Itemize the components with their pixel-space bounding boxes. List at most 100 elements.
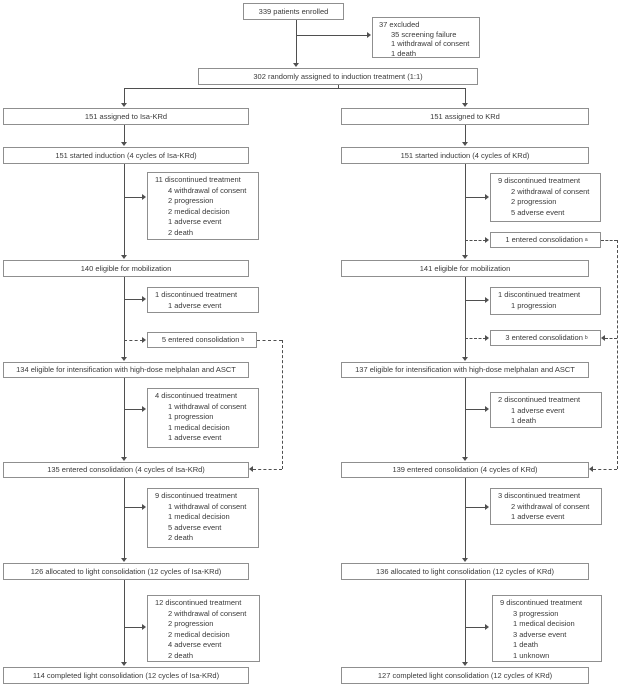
arrow-head — [121, 103, 127, 107]
krd-induction-box: 151 started induction (4 cycles of KRd) — [341, 147, 589, 164]
dashed-connector-line — [253, 469, 282, 470]
connector-line — [465, 378, 466, 458]
reason-item: 3 adverse event — [513, 629, 567, 639]
reason-item: 1 death — [513, 640, 539, 649]
reason-item: 1 medical decision — [168, 512, 230, 521]
reason-title: 9 discontinued treatment — [500, 598, 583, 607]
arrow-head — [462, 357, 468, 361]
krd-intensification-box: 137 eligible for intensification with hi… — [341, 362, 589, 378]
reason-item: 2 withdrawal of consent — [511, 501, 590, 511]
krd-completed-box: 127 completed light consolidation (12 cy… — [341, 667, 589, 684]
connector-line — [465, 125, 466, 143]
connector-line — [338, 85, 339, 88]
reason-item: 2 progression — [168, 196, 214, 205]
arrow-head — [249, 466, 253, 472]
box-label: 139 entered consolidation (4 cycles of K… — [392, 465, 538, 475]
isa-discontinued-light-box: 12 discontinued treatment 2 withdrawal o… — [147, 595, 260, 662]
arrow-head — [142, 624, 146, 630]
box-label: 151 assigned to KRd — [430, 111, 500, 121]
reason-title: 3 discontinued treatment — [498, 491, 581, 500]
reason-item: 4 adverse event — [168, 640, 222, 649]
reason-item: 1 progression — [511, 300, 557, 310]
connector-line — [124, 88, 465, 89]
connector-line — [465, 300, 486, 301]
arrow-head — [121, 142, 127, 146]
arrow-head — [121, 255, 127, 259]
arrow-head — [462, 103, 468, 107]
dashed-connector-line — [282, 340, 283, 469]
arrow-head — [462, 457, 468, 461]
reason-item: 35 screening failure — [391, 29, 457, 39]
arrow-head — [485, 237, 489, 243]
box-label: 151 started induction (4 cycles of Isa-K… — [55, 150, 197, 160]
isa-discontinued-induction-box: 11 discontinued treatment 4 withdrawal o… — [147, 172, 259, 240]
reason-item: 2 medical decision — [168, 629, 230, 639]
arrow-head — [121, 558, 127, 562]
reason-item: 1 adverse event — [511, 512, 565, 521]
dashed-connector-line — [257, 340, 282, 341]
connector-line — [465, 164, 466, 256]
reason-title: 37 excluded — [379, 20, 420, 29]
box-label: 137 eligible for intensification with hi… — [355, 365, 575, 375]
box-label: 114 completed light consolidation (12 cy… — [32, 670, 220, 680]
connector-line — [296, 20, 297, 64]
reason-item: 5 adverse event — [511, 207, 565, 217]
reason-list: 1 progression — [491, 301, 600, 312]
connector-line — [124, 478, 125, 559]
reason-item: 2 death — [168, 533, 194, 542]
reason-item: 1 death — [391, 48, 417, 58]
connector-line — [124, 409, 143, 410]
krd-light-consolidation-box: 136 allocated to light consolidation (12… — [341, 563, 589, 580]
krd-consolidation-box: 139 entered consolidation (4 cycles of K… — [341, 462, 589, 478]
connector-line — [124, 164, 125, 256]
reason-item: 1 adverse event — [168, 433, 222, 442]
reason-item: 1 medical decision — [513, 619, 575, 628]
box-label: 5 entered consolidation — [161, 335, 240, 345]
reason-item: 2 medical decision — [168, 206, 230, 216]
arrow-head — [462, 255, 468, 259]
connector-line — [465, 277, 466, 358]
connector-line — [465, 409, 486, 410]
isa-induction-box: 151 started induction (4 cycles of Isa-K… — [3, 147, 249, 164]
box-label: 151 started induction (4 cycles of KRd) — [400, 150, 530, 160]
arrow-head — [485, 297, 489, 303]
connector-line — [465, 507, 486, 508]
arrow-head — [121, 457, 127, 461]
reason-item: 3 progression — [513, 608, 559, 618]
reason-title: 2 discontinued treatment — [498, 395, 581, 404]
reason-item: 2 progression — [511, 197, 557, 206]
reason-title: 9 discontinued treatment — [498, 176, 581, 185]
isa-consolidation-box: 135 entered consolidation (4 cycles of I… — [3, 462, 249, 478]
arrow-head — [485, 194, 489, 200]
arrow-head — [601, 335, 605, 341]
arrow-head — [121, 662, 127, 666]
isa-light-consolidation-box: 126 allocated to light consolidation (12… — [3, 563, 249, 580]
reason-title: 12 discontinued treatment — [155, 598, 242, 607]
reason-item: 1 withdrawal of consent — [168, 401, 247, 411]
reason-item: 5 adverse event — [168, 522, 222, 532]
box-label: 135 entered consolidation (4 cycles of I… — [47, 465, 205, 475]
isa-discontinued-mobilization-box: 1 discontinued treatment 1 adverse event — [147, 287, 259, 313]
arrow-head — [367, 32, 371, 38]
enrolled-box: 339 patients enrolled — [243, 3, 344, 20]
connector-line — [296, 35, 368, 36]
box-label: 127 completed light consolidation (12 cy… — [377, 670, 553, 680]
arrow-head — [485, 335, 489, 341]
dashed-connector-line — [124, 340, 143, 341]
box-label: 339 patients enrolled — [258, 6, 329, 16]
isa-discontinued-consolidation-box: 9 discontinued treatment 1 withdrawal of… — [147, 488, 259, 548]
connector-line — [465, 197, 486, 198]
isa-assigned-box: 151 assigned to Isa-KRd — [3, 108, 249, 125]
reason-title: 1 discontinued treatment — [155, 290, 238, 299]
arrow-head — [589, 466, 593, 472]
reason-item: 2 withdrawal of consent — [511, 186, 590, 196]
connector-line — [124, 125, 125, 143]
